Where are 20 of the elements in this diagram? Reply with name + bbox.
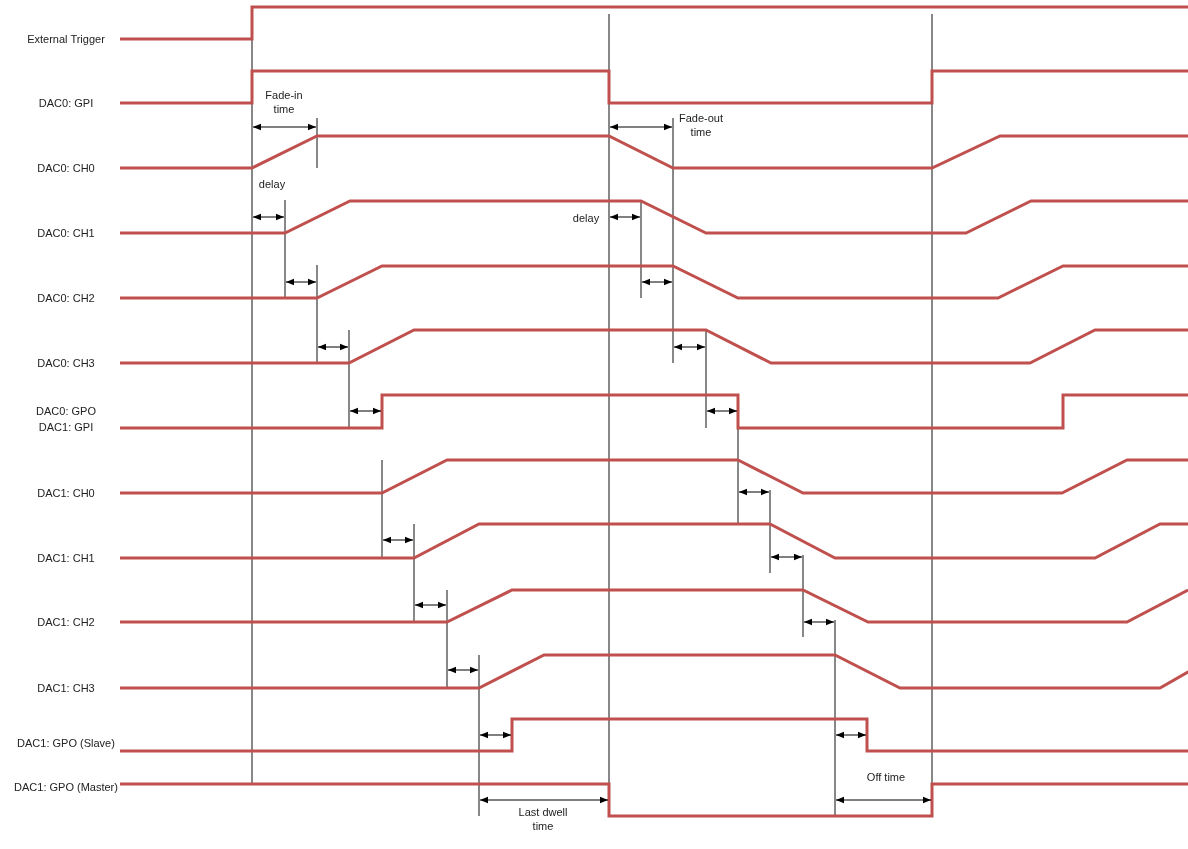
dimension-label: Off time bbox=[865, 770, 907, 784]
signal-name: DAC1: CH1 bbox=[36, 551, 96, 565]
signal-name: DAC1: GPO (Slave) bbox=[16, 736, 116, 750]
signal-name: DAC0: GPO bbox=[35, 404, 97, 418]
signal-name: DAC0: CH0 bbox=[36, 161, 96, 175]
signal-name: DAC0: CH3 bbox=[36, 356, 96, 370]
signal-name: DAC1: CH0 bbox=[36, 486, 96, 500]
signal-name: DAC1: GPO (Master) bbox=[13, 780, 119, 794]
dimension-label: delay bbox=[571, 211, 601, 225]
dimension-label: delay bbox=[257, 177, 287, 191]
dimension-label: Fade-out time bbox=[678, 111, 724, 139]
signal-name: External Trigger bbox=[26, 32, 106, 46]
signal-name: DAC1: CH3 bbox=[36, 681, 96, 695]
signal-name: DAC0: CH1 bbox=[36, 226, 96, 240]
dimension-label: Last dwell time bbox=[518, 805, 568, 833]
signal-name: DAC0: GPI bbox=[37, 96, 95, 110]
signal-name: DAC0: CH2 bbox=[36, 291, 96, 305]
signal-name: DAC1: CH2 bbox=[36, 615, 96, 629]
signal-name: DAC1: GPI bbox=[37, 420, 95, 434]
dimension-label: Fade-in time bbox=[264, 88, 304, 116]
